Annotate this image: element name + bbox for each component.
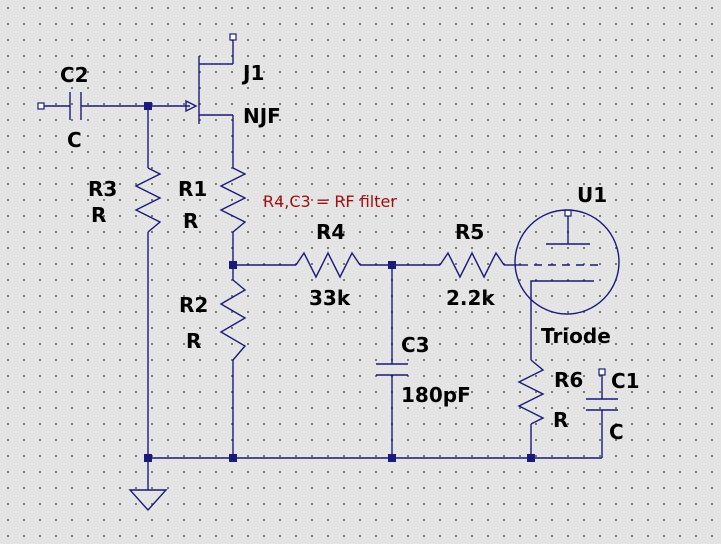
resistor-r6[interactable] [517,359,545,425]
triode-envelope [514,209,620,315]
r6-ref-label: R6 [554,368,583,392]
resistor-r4[interactable] [295,251,361,279]
r2-ref-label: R2 [179,293,208,317]
wires [44,40,603,490]
ground-icon[interactable] [128,489,168,512]
c3-value-label: 180pF [401,383,471,407]
capacitor-c2[interactable] [69,92,82,120]
r5-ref-label: R5 [455,220,484,244]
c1-top-pin[interactable] [598,368,606,376]
c2-value-label: C [67,128,82,152]
u1-ref-label: U1 [577,183,607,207]
triode-u1[interactable] [514,209,620,315]
r4-ref-label: R4 [316,220,345,244]
plate-pin[interactable] [564,209,572,217]
resistor-r3[interactable] [134,167,162,233]
junction-dot [144,454,152,462]
r1-value-label: R [183,209,198,233]
r5-value-label: 2.2k [446,286,495,310]
r4-value-label: 33k [309,286,351,310]
resistor-r2[interactable] [219,279,247,361]
jfet-gate-arrow-icon [185,99,198,113]
input-pin[interactable] [37,102,45,110]
c2-ref-label: C2 [60,63,89,87]
triode-cathode [530,280,594,290]
junction-dot [229,261,237,269]
j1-ref-label: J1 [241,61,264,85]
jfet-j1[interactable] [185,55,234,124]
junction-dot [388,261,396,269]
r1-ref-label: R1 [178,177,207,201]
junction-dot [229,454,237,462]
c3-ref-label: C3 [401,333,430,357]
c1-value-label: C [609,420,624,444]
r2-value-label: R [186,329,201,353]
u1-value-label: Triode [541,324,611,348]
junctions [144,102,535,462]
r6-value-label: R [553,408,568,432]
r3-value-label: R [91,203,106,227]
junction-dot [527,454,535,462]
capacitor-c3[interactable] [376,363,408,376]
r3-ref-label: R3 [88,177,117,201]
resistor-r5[interactable] [439,251,505,279]
junction-dot [144,102,152,110]
rf-filter-note: R4,C3 = RF filter [263,192,397,211]
resistor-r1[interactable] [219,167,247,233]
j1-value-label: NJF [243,104,281,128]
c1-ref-label: C1 [611,369,640,393]
junction-dot [388,454,396,462]
capacitor-c1[interactable] [586,398,618,411]
drain-pin[interactable] [229,33,237,41]
